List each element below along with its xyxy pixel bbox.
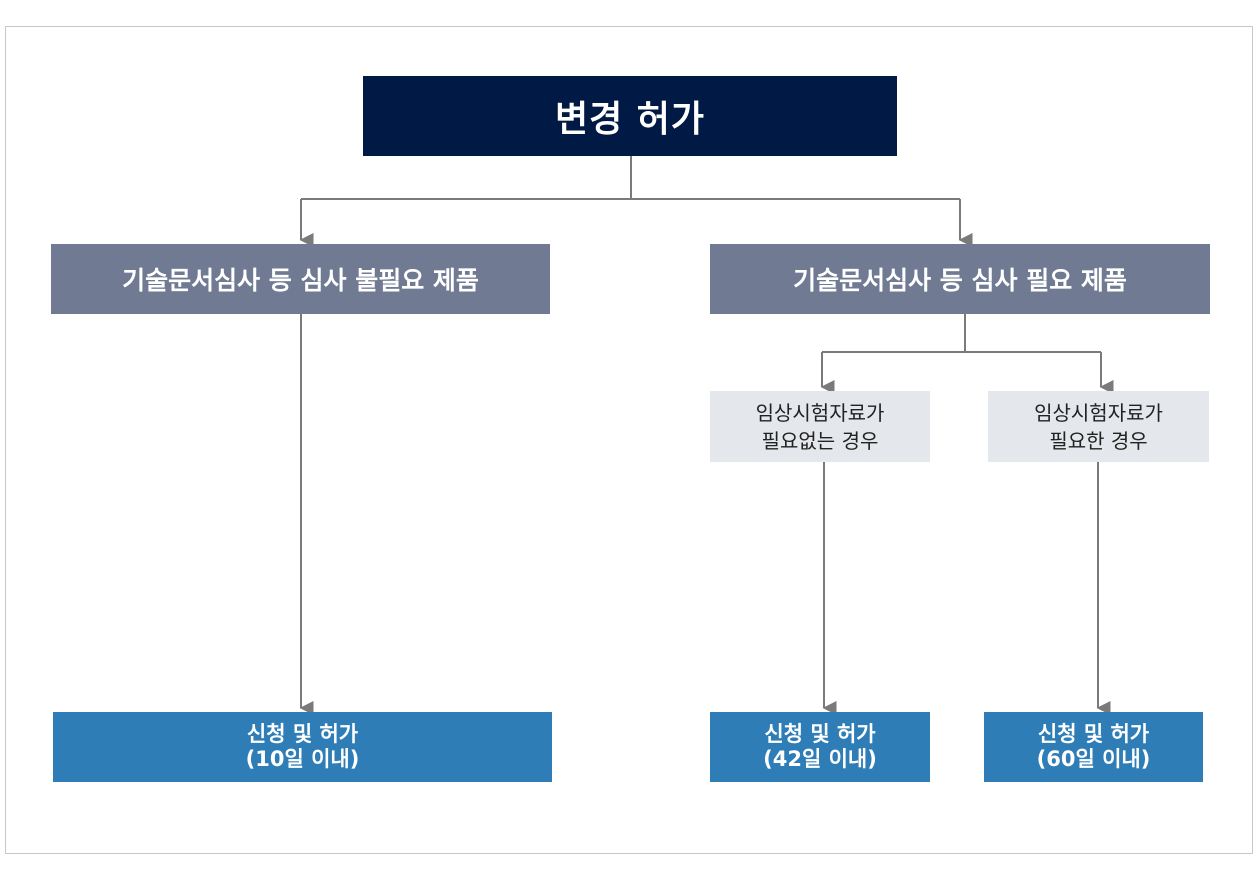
root-node: 변경 허가 bbox=[363, 76, 897, 156]
condition-node-clinical-data: 임상시험자료가 필요한 경우 bbox=[988, 391, 1209, 462]
diagram-frame bbox=[5, 26, 1253, 854]
category-node-review-required: 기술문서심사 등 심사 필요 제품 bbox=[710, 244, 1210, 314]
result-node-10-days: 신청 및 허가 (10일 이내) bbox=[53, 712, 552, 782]
condition-node-no-clinical-data: 임상시험자료가 필요없는 경우 bbox=[710, 391, 930, 462]
category-node-no-review: 기술문서심사 등 심사 불필요 제품 bbox=[51, 244, 550, 314]
result-node-42-days: 신청 및 허가 (42일 이내) bbox=[710, 712, 930, 782]
result-node-60-days: 신청 및 허가 (60일 이내) bbox=[984, 712, 1203, 782]
